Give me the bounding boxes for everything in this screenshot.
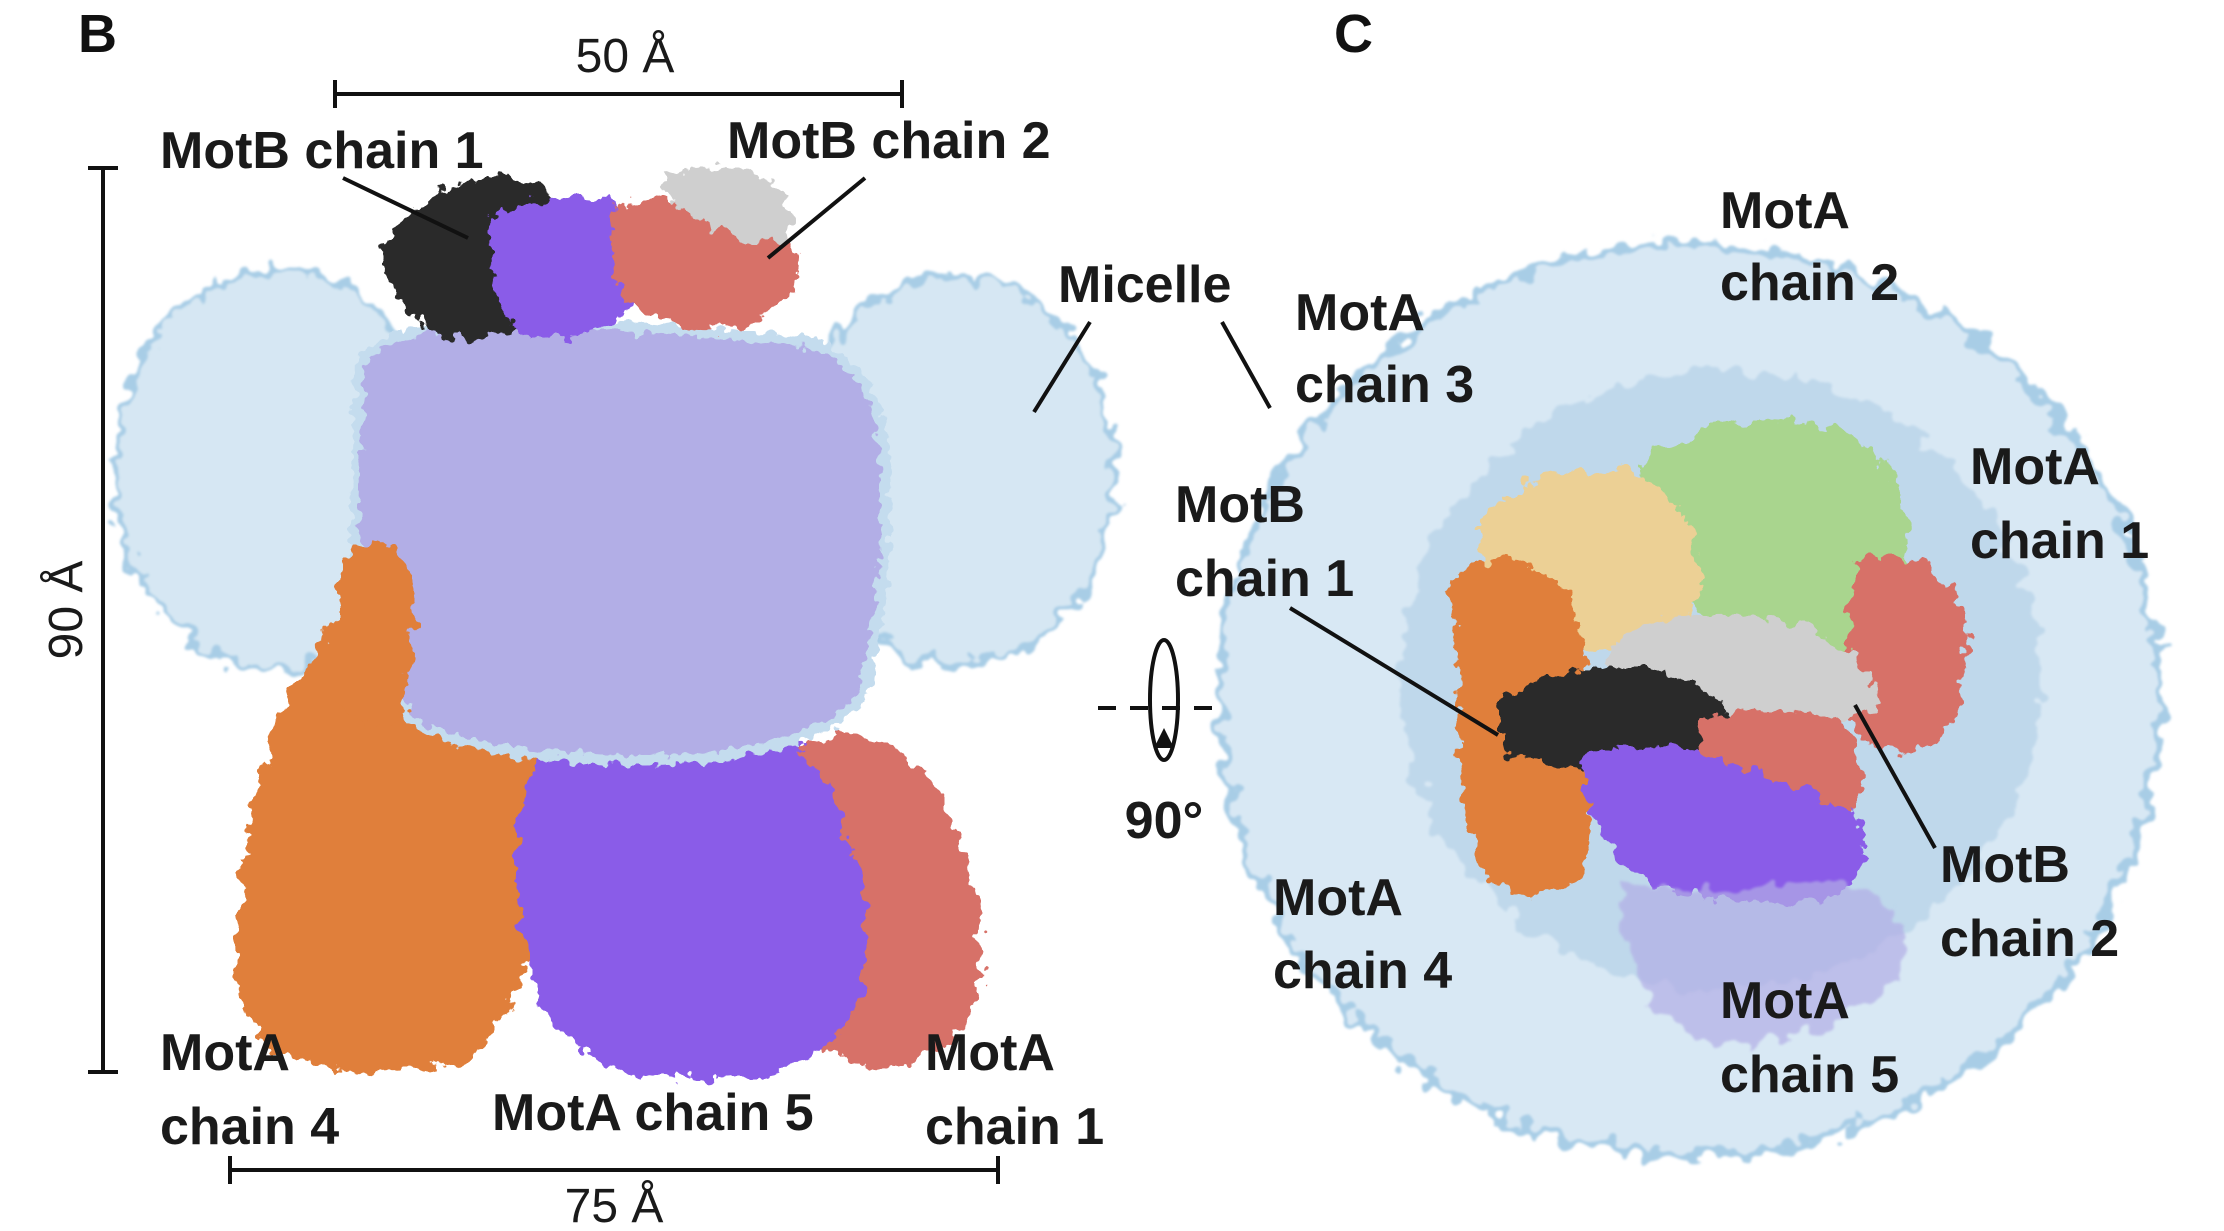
scale-bar-top — [333, 80, 904, 108]
label-mota-chain-1-c-line1: MotA — [1970, 438, 2100, 496]
label-mota-chain-4-line2: chain 4 — [160, 1098, 339, 1156]
label-mota-chain-4-c-line2: chain 4 — [1273, 942, 1452, 1000]
label-motb-chain-1-c-line2: chain 1 — [1175, 550, 1354, 608]
leader-micelle-right — [1220, 321, 1272, 409]
leader-motb-chain-2 — [766, 176, 867, 260]
label-motb-chain-2-c-line1: MotB — [1940, 836, 2070, 894]
label-mota-chain-2-line1: MotA — [1720, 182, 1850, 240]
panel-b: B 50 Å 90 Å 75 Å — [40, 4, 1118, 1231]
label-mota-chain-5: MotA chain 5 — [492, 1084, 814, 1142]
label-mota-chain-1-line1: MotA — [925, 1024, 1055, 1082]
motb-chain-1-density-c — [1500, 668, 1730, 770]
leader-micelle-left — [1032, 320, 1092, 414]
scale-bar-left — [88, 166, 118, 1074]
label-mota-chain-3-line1: MotA — [1295, 284, 1425, 342]
motb-purple-density — [488, 197, 642, 340]
panel-b-letter: B — [78, 4, 117, 64]
mota-chain-2-density — [1640, 420, 1912, 660]
transmembrane-core-density — [349, 313, 891, 766]
label-motb-chain-2-c-line2: chain 2 — [1940, 910, 2119, 968]
panel-c-letter: C — [1334, 4, 1373, 64]
label-mota-chain-5-c-line2: chain 5 — [1720, 1046, 1899, 1104]
label-mota-chain-4-line1: MotA — [160, 1024, 290, 1082]
panel-c: C Micelle MotA chain 3 MotA chain 2 MotA… — [1032, 4, 2164, 1159]
motb-grey-density — [660, 167, 792, 244]
label-micelle: Micelle — [1058, 256, 1231, 314]
scale-bar-bottom — [228, 1156, 1000, 1184]
mota-chain-5-density — [515, 700, 866, 1080]
rotation-arrow — [1148, 638, 1180, 762]
motor-top-view — [1216, 241, 2164, 1159]
label-mota-chain-2-line2: chain 2 — [1720, 254, 1899, 312]
motor-side-view — [112, 167, 1118, 1080]
mota-chain-4-tm — [340, 542, 414, 727]
scale-left-label: 90 Å — [40, 561, 93, 660]
scale-top-label: 50 Å — [576, 30, 675, 83]
label-mota-chain-1-c-line2: chain 1 — [1970, 512, 2149, 570]
label-motb-chain-2: MotB chain 2 — [727, 112, 1051, 170]
label-motb-chain-1: MotB chain 1 — [160, 122, 484, 180]
label-mota-chain-4-c-line1: MotA — [1273, 869, 1403, 927]
label-mota-chain-5-c-line1: MotA — [1720, 972, 1850, 1030]
scale-bottom-label: 75 Å — [565, 1180, 664, 1231]
label-mota-chain-1-line2: chain 1 — [925, 1098, 1104, 1156]
leader-motb-chain-2-c — [1853, 704, 1937, 849]
label-mota-chain-3-line2: chain 3 — [1295, 356, 1474, 414]
rotation-indicator: 90° — [1098, 638, 1230, 850]
leader-motb-chain-1-c — [1288, 606, 1500, 737]
leader-motb-chain-1 — [342, 176, 469, 240]
mota-chain-5-halo — [1620, 880, 1904, 1044]
rotation-arrowhead — [1154, 728, 1174, 748]
rotation-label: 90° — [1125, 792, 1204, 850]
mota-chain-5-density — [1580, 745, 1865, 903]
label-motb-chain-1-c-line1: MotB — [1175, 476, 1305, 534]
